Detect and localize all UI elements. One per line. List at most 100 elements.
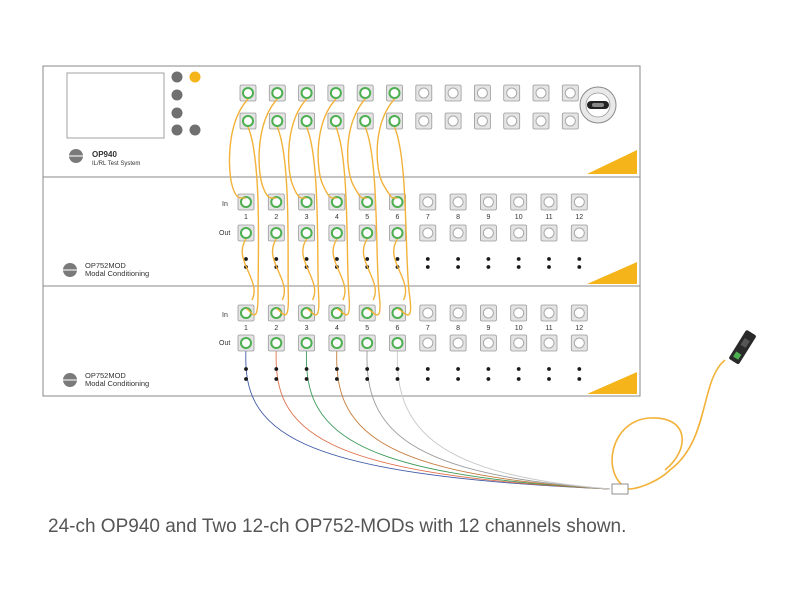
mod1-out-port-10[interactable]: [510, 224, 528, 242]
indicator-dot: [425, 367, 430, 371]
cable-op940-top-1: [228, 98, 249, 199]
mpo-connector-icon[interactable]: [728, 330, 756, 365]
mod1-out-port-3[interactable]: [298, 224, 316, 242]
mod2-out-port-1[interactable]: [237, 334, 255, 352]
channel-number: 8: [456, 325, 460, 332]
mod2-out-port-4[interactable]: [328, 334, 346, 352]
out-row-label: Out: [219, 230, 230, 237]
op940-port-20[interactable]: [444, 112, 462, 130]
mod1-out-port-12[interactable]: [570, 224, 588, 242]
mod2-in-port-3[interactable]: [298, 304, 316, 322]
mod1-in-port-11[interactable]: [540, 193, 558, 211]
mod2-in-port-5[interactable]: [358, 304, 376, 322]
down-button[interactable]: [171, 124, 183, 136]
mod1-in-port-2[interactable]: [267, 193, 285, 211]
mod2-out-port-12[interactable]: [570, 334, 588, 352]
mod2-in-port-12[interactable]: [570, 304, 588, 322]
up-button[interactable]: [171, 89, 183, 101]
patch-cables: [228, 98, 412, 316]
select-button[interactable]: [171, 107, 183, 119]
mod1-out-port-11[interactable]: [540, 224, 558, 242]
mod2-in-port-8[interactable]: [449, 304, 467, 322]
mod1-subtitle: Modal Conditioning: [85, 269, 149, 278]
op940-port-23[interactable]: [532, 112, 550, 130]
mod2-out-port-8[interactable]: [449, 334, 467, 352]
mod1-out-port-1[interactable]: [237, 224, 255, 242]
op940-port-2[interactable]: [268, 84, 286, 102]
indicator-dot: [516, 257, 521, 261]
mod1-in-port-4[interactable]: [328, 193, 346, 211]
op940-port-15[interactable]: [298, 112, 316, 130]
cable-op940-top-3: [287, 98, 308, 199]
indicator-dot: [304, 257, 309, 261]
op940-port-19[interactable]: [415, 112, 433, 130]
mod1-in-port-3[interactable]: [298, 193, 316, 211]
channel-number: 8: [456, 214, 460, 221]
op940-port-22[interactable]: [503, 112, 521, 130]
power-indicator: [189, 71, 201, 83]
mod2-out-port-3[interactable]: [298, 334, 316, 352]
mod2-out-port-5[interactable]: [358, 334, 376, 352]
screw-icon: [63, 263, 77, 277]
mod2-in-port-7[interactable]: [419, 304, 437, 322]
op940-port-1[interactable]: [239, 84, 257, 102]
mod2-in-port-11[interactable]: [540, 304, 558, 322]
mod1-in-port-1[interactable]: [237, 193, 255, 211]
op940-port-13[interactable]: [239, 112, 257, 130]
mod2-out-port-9[interactable]: [479, 334, 497, 352]
op940-port-8[interactable]: [444, 84, 462, 102]
reference-port-icon[interactable]: [579, 86, 617, 124]
indicator-dot: [547, 257, 551, 261]
mod1-in-port-6[interactable]: [389, 193, 406, 211]
op940-port-11[interactable]: [532, 84, 550, 102]
mod2-out-port-2[interactable]: [267, 334, 285, 352]
mod1-in-port-9[interactable]: [479, 193, 497, 211]
indicator-dot: [456, 377, 460, 381]
enter-button[interactable]: [189, 124, 201, 136]
op940-port-24[interactable]: [561, 112, 579, 130]
mod1-out-port-6[interactable]: [389, 224, 406, 242]
mod1-out-port-7[interactable]: [419, 224, 437, 242]
mod1-in-port-10[interactable]: [510, 193, 528, 211]
mod1-in-port-7[interactable]: [419, 193, 437, 211]
op940-port-6[interactable]: [386, 84, 403, 102]
mod1-out-port-5[interactable]: [358, 224, 376, 242]
channel-number: 11: [545, 214, 552, 221]
channel-number: 6: [396, 214, 400, 221]
op940-port-17[interactable]: [356, 112, 374, 130]
mod1-in-port-5[interactable]: [358, 193, 376, 211]
screw-icon: [63, 373, 77, 387]
mod1-in-port-8[interactable]: [449, 193, 467, 211]
menu-button[interactable]: [171, 71, 183, 83]
op940-port-9[interactable]: [473, 84, 491, 102]
indicator-dot: [486, 265, 491, 269]
mod1-in-port-12[interactable]: [570, 193, 588, 211]
op940-port-14[interactable]: [268, 112, 286, 130]
mod2-in-port-9[interactable]: [479, 304, 497, 322]
mod1-out-port-8[interactable]: [449, 224, 467, 242]
mod2-out-port-7[interactable]: [419, 334, 437, 352]
mod2-out-port-6[interactable]: [389, 334, 406, 352]
mod2-out-port-10[interactable]: [510, 334, 528, 352]
mod1-out-port-2[interactable]: [267, 224, 285, 242]
indicator-dot: [304, 377, 309, 381]
op940-port-10[interactable]: [503, 84, 521, 102]
indicator-dot: [516, 377, 521, 381]
op940-port-12[interactable]: [561, 84, 579, 102]
indicator-dot: [486, 257, 491, 261]
mod1-out-port-4[interactable]: [328, 224, 346, 242]
op940-port-4[interactable]: [327, 84, 345, 102]
indicator-dot: [244, 367, 248, 371]
op940-port-18[interactable]: [386, 112, 403, 130]
op940-port-5[interactable]: [356, 84, 374, 102]
mod1-out-port-9[interactable]: [479, 224, 497, 242]
mod2-out-port-11[interactable]: [540, 334, 558, 352]
indicator-dot: [274, 367, 279, 371]
op940-port-21[interactable]: [473, 112, 491, 130]
indicator-dot: [577, 265, 582, 269]
op940-port-7[interactable]: [415, 84, 433, 102]
op940-port-3[interactable]: [298, 84, 316, 102]
mod2-in-port-10[interactable]: [510, 304, 528, 322]
op940-port-16[interactable]: [327, 112, 345, 130]
indicator-dot: [304, 367, 309, 371]
